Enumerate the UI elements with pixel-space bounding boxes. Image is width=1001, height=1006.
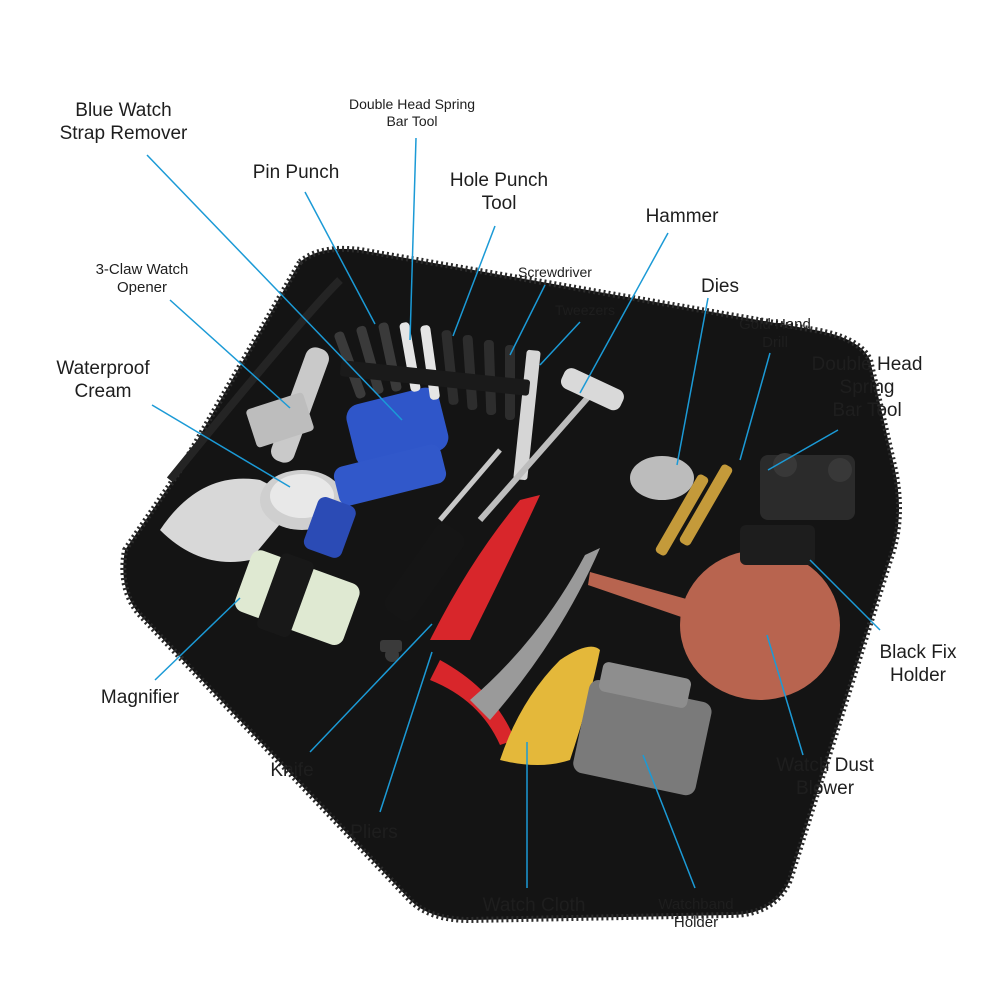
- gold-drill-shape: [655, 474, 709, 556]
- zipper-track: [120, 245, 902, 924]
- leader-lines: [146, 137, 881, 889]
- label-pliers: Pliers: [350, 822, 398, 843]
- leader-waterproof-cream: [151, 404, 291, 488]
- leader-tweezers: [539, 321, 581, 366]
- screwdriver-row-shape: [334, 322, 541, 481]
- label-screwdriver: Screwdriver: [518, 264, 592, 280]
- label-tweezers: Tweezers: [555, 302, 615, 318]
- pliers-shape: [430, 495, 600, 745]
- label-watch-cloth: Watch Cloth: [482, 895, 586, 916]
- label-knife: Knife: [270, 760, 314, 781]
- label-hammer: Hammer: [645, 206, 719, 227]
- leader-watchband-holder: [642, 754, 696, 889]
- watchband-holder-shape: [573, 662, 712, 796]
- leader-hole-punch-tool: [452, 225, 496, 337]
- label-magnifier: Magnifier: [100, 687, 180, 708]
- leader-screwdriver: [509, 284, 546, 356]
- leader-double-head-spring-bar-tool-right: [767, 429, 839, 471]
- hammer-shape: [477, 368, 624, 522]
- leader-knife: [309, 623, 433, 753]
- blue-remover-shape: [303, 387, 449, 558]
- leader-magnifier: [154, 597, 241, 681]
- blower-shape: [588, 550, 840, 700]
- leader-pliers: [379, 651, 433, 813]
- leader-gold-hand-drill: [739, 352, 771, 461]
- knife-shape: [384, 448, 502, 622]
- label-pin-punch: Pin Punch: [252, 162, 340, 183]
- leader-hammer: [579, 232, 669, 394]
- dies-shape: [630, 456, 694, 500]
- leader-3-claw-watch-opener: [169, 299, 291, 409]
- black-fix-holder-shape: [740, 453, 855, 565]
- leader-black-fix-holder: [809, 559, 881, 631]
- leader-double-head-spring-bar-tool-top: [409, 137, 417, 341]
- leader-dies: [676, 297, 709, 466]
- cloth-shape: [500, 646, 600, 765]
- leader-watch-dust-blower: [766, 634, 804, 756]
- magnifier-shape: [234, 550, 360, 646]
- tool-case: [120, 245, 902, 924]
- leader-pin-punch: [304, 191, 376, 325]
- label-dies: Dies: [700, 276, 739, 297]
- leader-blue-watch-strap-remover: [146, 154, 403, 421]
